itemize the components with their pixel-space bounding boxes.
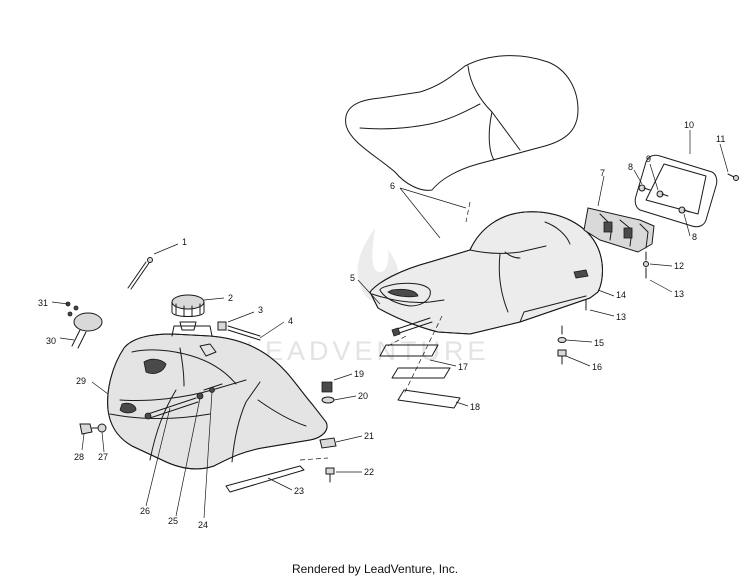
callout-16: 16 [592, 362, 602, 372]
callout-22: 22 [364, 467, 374, 477]
tether-part [127, 257, 153, 290]
callout-25: 25 [168, 516, 178, 526]
fuel-tank-part [107, 325, 328, 470]
callout-12: 12 [674, 261, 684, 271]
fasteners [557, 173, 739, 365]
footer-credit: Rendered by LeadVenture, Inc. [291, 562, 459, 576]
callout-2: 2 [228, 293, 233, 303]
callout-labels: 1 2 3 4 5 6 7 8 8 9 10 11 12 13 13 14 15… [38, 120, 725, 530]
callout-17: 17 [458, 362, 468, 372]
callout-27: 27 [98, 452, 108, 462]
callout-11: 11 [716, 134, 725, 144]
callout-13a: 13 [674, 289, 684, 299]
tank-straps-part [144, 383, 223, 420]
assembly-lines [299, 201, 471, 461]
tail-lens-part [634, 154, 718, 228]
callout-9: 9 [646, 154, 651, 164]
callout-13b: 13 [616, 312, 626, 322]
fuel-cap-part [171, 294, 205, 331]
callout-18: 18 [470, 402, 480, 412]
callout-19: 19 [354, 369, 364, 379]
callout-7: 7 [600, 168, 605, 178]
mount-grommets-part [321, 381, 335, 404]
callout-21: 21 [364, 431, 374, 441]
seat-strap-part [391, 317, 433, 337]
clip-bolt-part [319, 437, 337, 483]
vent-hose-part [217, 321, 261, 341]
callout-8b: 8 [692, 232, 697, 242]
decals-part [379, 344, 461, 409]
fuel-sender-part [65, 301, 103, 349]
callout-8a: 8 [628, 162, 633, 172]
watermark-text: LEADVENTURE [246, 336, 490, 366]
callout-4: 4 [288, 316, 293, 326]
callout-28: 28 [74, 452, 84, 462]
callout-14: 14 [616, 290, 626, 300]
callout-3: 3 [258, 305, 263, 315]
skid-strip-part [225, 465, 305, 493]
callout-29: 29 [76, 376, 86, 386]
callout-31: 31 [38, 298, 48, 308]
callout-23: 23 [294, 486, 304, 496]
callout-1: 1 [182, 237, 187, 247]
callout-15: 15 [594, 338, 604, 348]
seat-cushion-part [345, 55, 579, 191]
callout-6: 6 [390, 181, 395, 191]
seat-base-part [369, 211, 603, 335]
callout-5: 5 [350, 273, 355, 283]
callout-26: 26 [140, 506, 150, 516]
callout-30: 30 [46, 336, 56, 346]
callout-20: 20 [358, 391, 368, 401]
leader-lines [51, 130, 729, 519]
callout-24: 24 [198, 520, 208, 530]
drain-fitting-part [79, 423, 107, 435]
tail-light-housing-part [583, 207, 655, 253]
callout-10: 10 [684, 120, 694, 130]
